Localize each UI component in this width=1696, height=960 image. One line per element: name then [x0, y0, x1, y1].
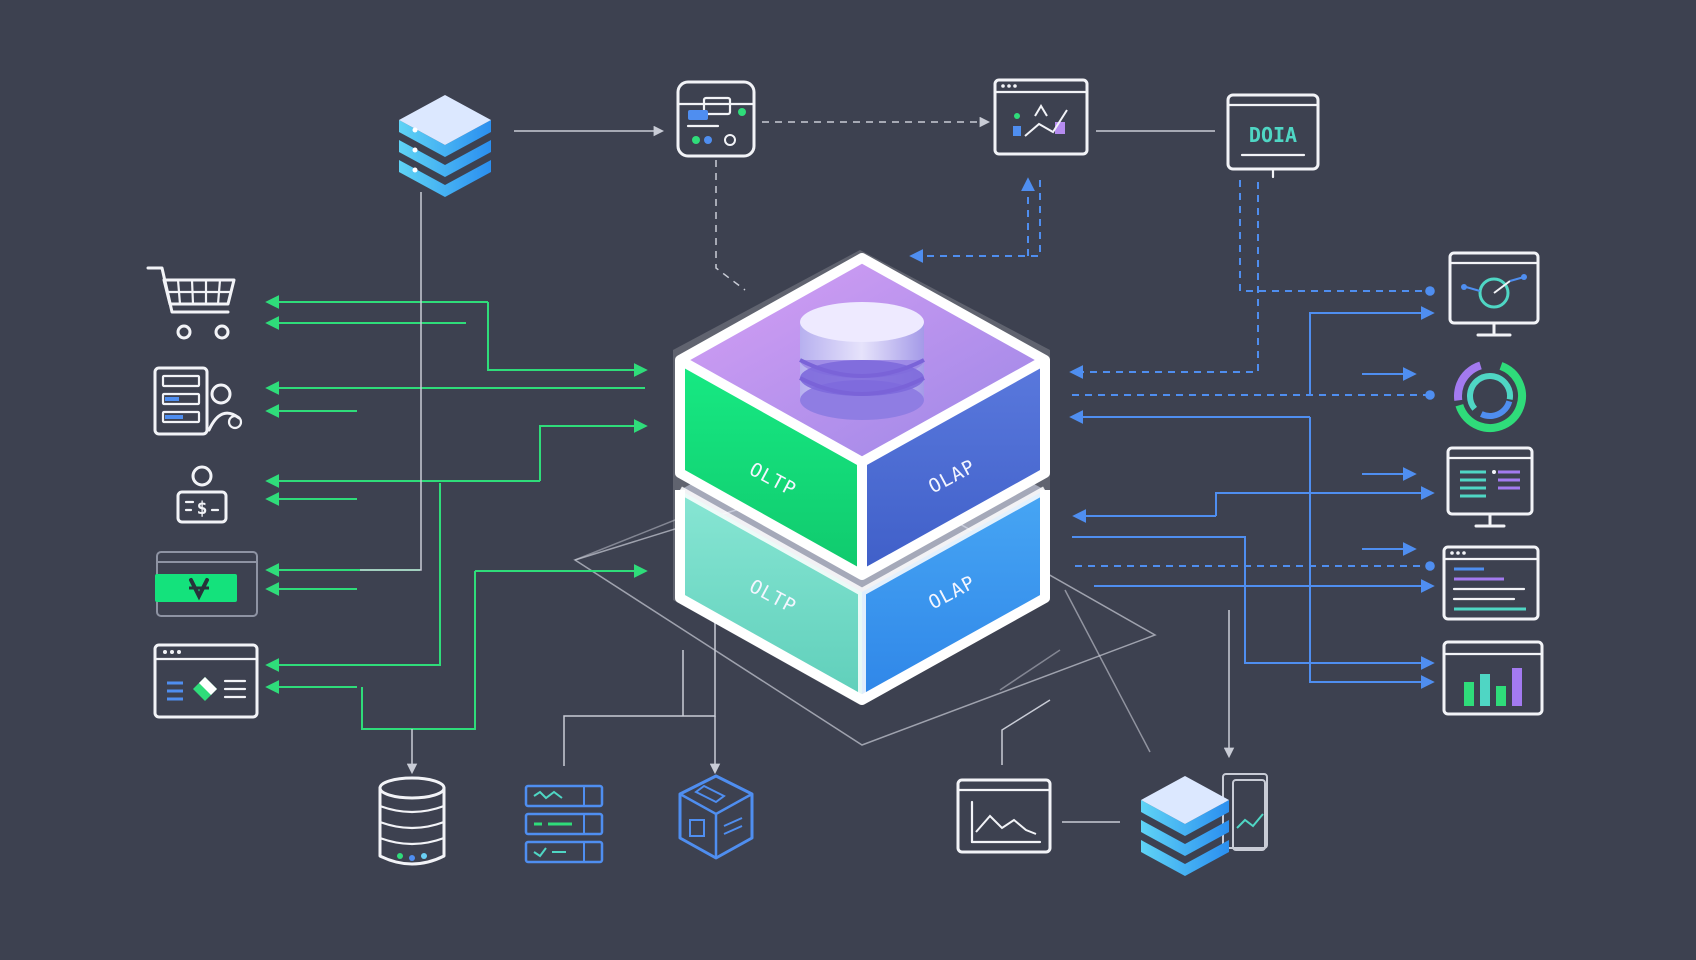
database-icon[interactable] — [378, 776, 446, 866]
left-connectors — [265, 295, 648, 730]
payment-card-icon[interactable] — [155, 551, 258, 617]
server-stack-2-icon[interactable] — [1141, 773, 1268, 876]
data-dashboard-icon[interactable]: DOIA — [1226, 93, 1320, 179]
oltp-bottom-face — [680, 490, 862, 700]
svg-text:$: $ — [197, 498, 208, 519]
data-rows-icon[interactable] — [524, 784, 604, 864]
line-chart-icon[interactable] — [956, 778, 1052, 854]
dashboard-text: DOIA — [1249, 123, 1297, 147]
oltp-top-face — [680, 360, 862, 575]
bar-chart-icon[interactable] — [1442, 640, 1544, 716]
cube-icon[interactable] — [678, 774, 754, 860]
app-window-icon[interactable] — [676, 80, 756, 158]
server-stack-icon[interactable] — [399, 95, 491, 197]
core-cube: OLTP OLAP OLTP OLAP — [673, 250, 1050, 705]
donut-chart-icon[interactable] — [1449, 355, 1531, 437]
analytics-window-icon[interactable] — [993, 78, 1089, 156]
core-database-icon — [799, 302, 925, 420]
form-user-icon[interactable] — [153, 366, 243, 436]
web-app-icon[interactable] — [153, 643, 259, 719]
monitor-target-icon[interactable] — [1448, 251, 1540, 337]
bottom-connectors — [406, 610, 1235, 823]
top-connectors — [360, 116, 1215, 571]
report-window-icon[interactable] — [1442, 545, 1540, 621]
monitor-list-icon[interactable] — [1446, 446, 1534, 528]
olap-top-face — [862, 360, 1045, 575]
olap-bottom-face — [862, 490, 1045, 700]
shopping-cart-icon[interactable] — [146, 266, 236, 340]
right-connectors — [1069, 180, 1435, 689]
user-payment-icon[interactable]: $ — [176, 465, 228, 524]
